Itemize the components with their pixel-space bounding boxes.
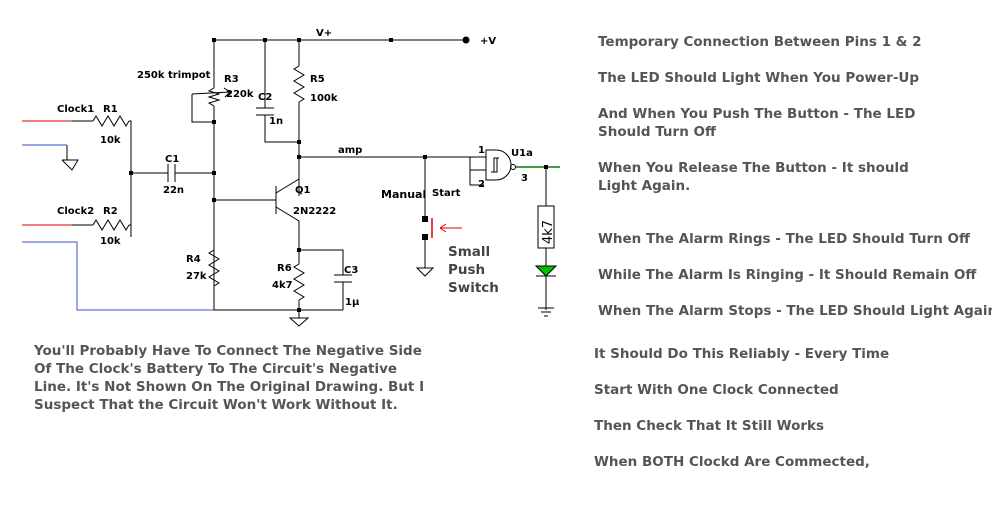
r5-value: 100k (310, 93, 338, 104)
note-release-button-line1: When You Release The Button - It should (598, 160, 909, 176)
r3-label: R3 (224, 74, 239, 85)
u1a-pin1: 1 (478, 145, 485, 156)
u1a-inputs (469, 156, 486, 186)
r1-value: 10k (100, 135, 121, 146)
c2-label: C2 (258, 92, 272, 103)
note-reliably: It Should Do This Reliably - Every Time (594, 346, 890, 362)
note-alarm-stops: When The Alarm Stops - The LED Should Li… (598, 303, 992, 319)
note-negative-side-line3: Line. It's Not Shown On The Original Dra… (34, 379, 425, 395)
note-alarm-ringing: While The Alarm Is Ringing - It Should R… (598, 267, 977, 283)
ground-symbol-switch (415, 267, 435, 277)
clock1-label: Clock1 (57, 104, 94, 115)
q1-emitter (275, 206, 300, 250)
amp-label: amp (338, 145, 362, 156)
junction-dot (212, 38, 216, 42)
note-temporary-connection: Temporary Connection Between Pins 1 & 2 (598, 34, 922, 50)
junction-dot (389, 38, 393, 42)
junction-dot (544, 165, 548, 169)
led-resistor-label: 4k7 (541, 220, 556, 244)
junction-dot (297, 248, 301, 252)
c1-value: 22n (163, 185, 184, 196)
r1-wire (72, 120, 132, 237)
r3-wiper-loop (191, 94, 214, 123)
note-push-button-line2: Should Turn Off (598, 124, 716, 140)
note-power-up: The LED Should Light When You Power-Up (598, 70, 920, 86)
c2-plates (256, 107, 274, 116)
junction-dot (263, 38, 267, 42)
r6-value: 4k7 (272, 280, 293, 291)
r2-label: R2 (103, 206, 118, 217)
c1-label: C1 (165, 154, 179, 165)
junction-dot (212, 171, 216, 175)
switch-label-small: Small (448, 244, 490, 260)
vplus-label: V+ (316, 28, 332, 39)
c1-plates (167, 164, 176, 182)
r3-trimpot (207, 87, 221, 107)
q1-part: 2N2222 (293, 206, 336, 217)
switch-contact-top (422, 216, 428, 222)
r4-value: 27k (186, 271, 207, 282)
ground-symbol-q (288, 316, 310, 327)
junction-dot (297, 308, 301, 312)
switch-label-push: Push (448, 262, 485, 278)
u1a-pin3: 3 (521, 173, 528, 184)
vplus-terminal (462, 36, 470, 44)
manual-label: Manual (381, 188, 426, 201)
switch-label-switch: Switch (448, 280, 499, 296)
c3-label: C3 (344, 265, 358, 276)
r4-label: R4 (186, 254, 201, 265)
arrow-icon (439, 223, 462, 233)
u1a-pin2: 2 (478, 179, 485, 190)
c3-wire (299, 249, 344, 310)
plusv-label: +V (480, 36, 496, 47)
switch-contact-bottom (422, 234, 428, 240)
u1a-body (485, 149, 512, 181)
r6-label: R6 (277, 263, 292, 274)
note-both-clocks: When BOTH Clockd Are Commected, (594, 454, 870, 470)
r3-wiper (191, 91, 231, 95)
clock2-blue-lead (22, 241, 214, 311)
junction-dot (212, 198, 216, 202)
led-resistor-body (537, 205, 555, 249)
note-alarm-rings: When The Alarm Rings - The LED Should Tu… (598, 231, 970, 247)
note-one-clock: Start With One Clock Connected (594, 382, 839, 398)
start-label: Start (432, 188, 461, 199)
junction-dot (129, 171, 133, 175)
note-release-button-line2: Light Again. (598, 178, 691, 194)
c2-wire (264, 40, 299, 143)
clock2-label: Clock2 (57, 206, 94, 217)
note-negative-side-line1: You'll Probably Have To Connect The Nega… (34, 343, 422, 359)
led-body (534, 265, 558, 277)
r1-zigzag (92, 115, 130, 127)
c3-value: 1µ (345, 297, 360, 308)
note-push-button-line1: And When You Push The Button - The LED (598, 106, 916, 122)
c3-plates (334, 274, 352, 283)
trimpot-label: 250k trimpot (137, 70, 211, 81)
junction-dot (297, 155, 301, 159)
r5-label: R5 (310, 74, 325, 85)
junction-dot (297, 140, 301, 144)
r2-value: 10k (100, 236, 121, 247)
note-negative-side-line4: Suspect That the Circuit Won't Work With… (34, 397, 398, 413)
r3-wiper-arrow (223, 87, 231, 98)
c2-value: 1n (269, 116, 283, 127)
r4-zigzag (208, 249, 220, 287)
r5-zigzag (293, 65, 305, 103)
q1-label: Q1 (295, 185, 311, 196)
u1a-bubble (510, 164, 516, 170)
q1-collector (275, 178, 300, 194)
r6-zigzag (293, 263, 305, 301)
junction-dot (297, 38, 301, 42)
ground-symbol (61, 145, 79, 171)
u1a-hysteresis (491, 157, 499, 173)
note-still-works: Then Check That It Still Works (594, 418, 825, 434)
r2-zigzag (92, 219, 130, 231)
junction-dot (423, 155, 427, 159)
junction-dot (212, 120, 216, 124)
r1-label: R1 (103, 104, 118, 115)
note-negative-side-line2: Of The Clock's Battery To The Circuit's … (34, 361, 398, 377)
r3-value: 220k (226, 89, 254, 100)
u1a-label: U1a (511, 148, 533, 159)
